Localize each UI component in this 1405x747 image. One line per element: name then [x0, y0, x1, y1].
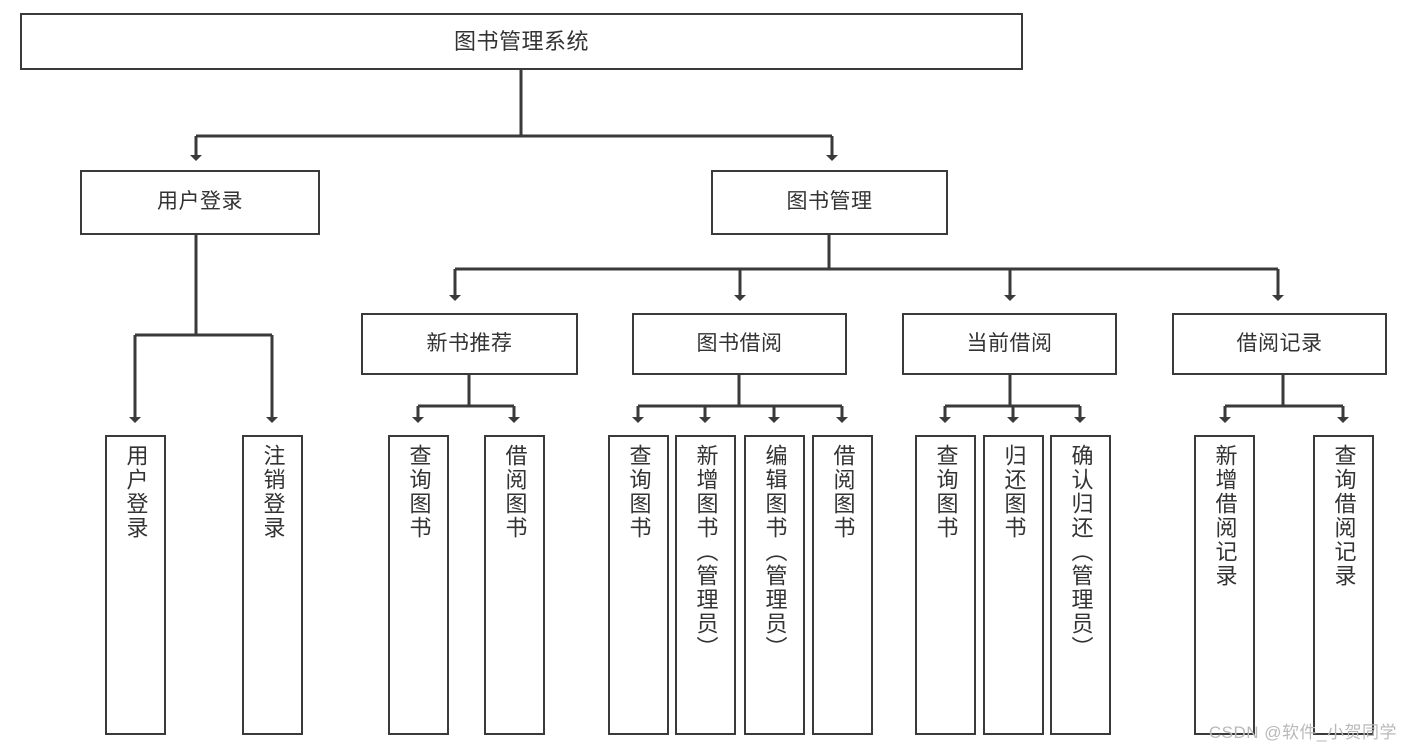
leaf-current-borrow-confirm-return[interactable]: 确认归还（管理员） [1050, 435, 1111, 735]
node-borrow-records-label: 借阅记录 [1236, 331, 1323, 355]
leaf-label: 查询图书 [933, 444, 959, 540]
leaf-user-login-logout[interactable]: 注销登录 [242, 435, 303, 735]
leaf-label: 用户登录 [123, 444, 149, 540]
leaf-book-borrow-borrow[interactable]: 借阅图书 [812, 435, 873, 735]
leaf-current-borrow-return[interactable]: 归还图书 [983, 435, 1044, 735]
leaf-label: 编辑图书（管理员） [762, 444, 788, 660]
node-user-login[interactable]: 用户登录 [80, 170, 320, 235]
leaf-current-borrow-query[interactable]: 查询图书 [915, 435, 976, 735]
leaf-book-borrow-add[interactable]: 新增图书（管理员） [675, 435, 736, 735]
node-book-management-label: 图书管理 [786, 190, 873, 214]
leaf-label: 确认归还（管理员） [1068, 444, 1094, 660]
leaf-label: 查询借阅记录 [1331, 444, 1357, 588]
node-root-label: 图书管理系统 [453, 28, 589, 54]
leaf-label: 注销登录 [260, 444, 286, 540]
leaf-label: 借阅图书 [502, 444, 528, 540]
leaf-borrow-record-add[interactable]: 新增借阅记录 [1194, 435, 1255, 735]
node-current-borrow-label: 当前借阅 [966, 331, 1053, 355]
leaf-book-borrow-edit[interactable]: 编辑图书（管理员） [744, 435, 805, 735]
node-borrow-records[interactable]: 借阅记录 [1172, 313, 1387, 375]
node-root[interactable]: 图书管理系统 [20, 13, 1023, 70]
leaf-label: 新增图书（管理员） [693, 444, 719, 660]
leaf-new-book-query[interactable]: 查询图书 [388, 435, 449, 735]
leaf-label: 查询图书 [626, 444, 652, 540]
leaf-book-borrow-query[interactable]: 查询图书 [608, 435, 669, 735]
leaf-new-book-borrow[interactable]: 借阅图书 [484, 435, 545, 735]
watermark: CSDN @软件_小贺同学 [1208, 723, 1397, 742]
node-book-borrow[interactable]: 图书借阅 [632, 313, 847, 375]
node-user-login-label: 用户登录 [157, 190, 243, 214]
leaf-user-login-login[interactable]: 用户登录 [105, 435, 166, 735]
node-new-book-recommend[interactable]: 新书推荐 [361, 313, 578, 375]
node-new-book-recommend-label: 新书推荐 [426, 331, 513, 355]
node-book-borrow-label: 图书借阅 [696, 331, 783, 355]
leaf-borrow-record-query[interactable]: 查询借阅记录 [1313, 435, 1374, 735]
node-book-management[interactable]: 图书管理 [711, 170, 948, 235]
leaf-label: 归还图书 [1001, 444, 1027, 540]
leaf-label: 新增借阅记录 [1212, 444, 1238, 588]
leaf-label: 借阅图书 [830, 444, 856, 540]
node-current-borrow[interactable]: 当前借阅 [902, 313, 1117, 375]
leaf-label: 查询图书 [406, 444, 432, 540]
